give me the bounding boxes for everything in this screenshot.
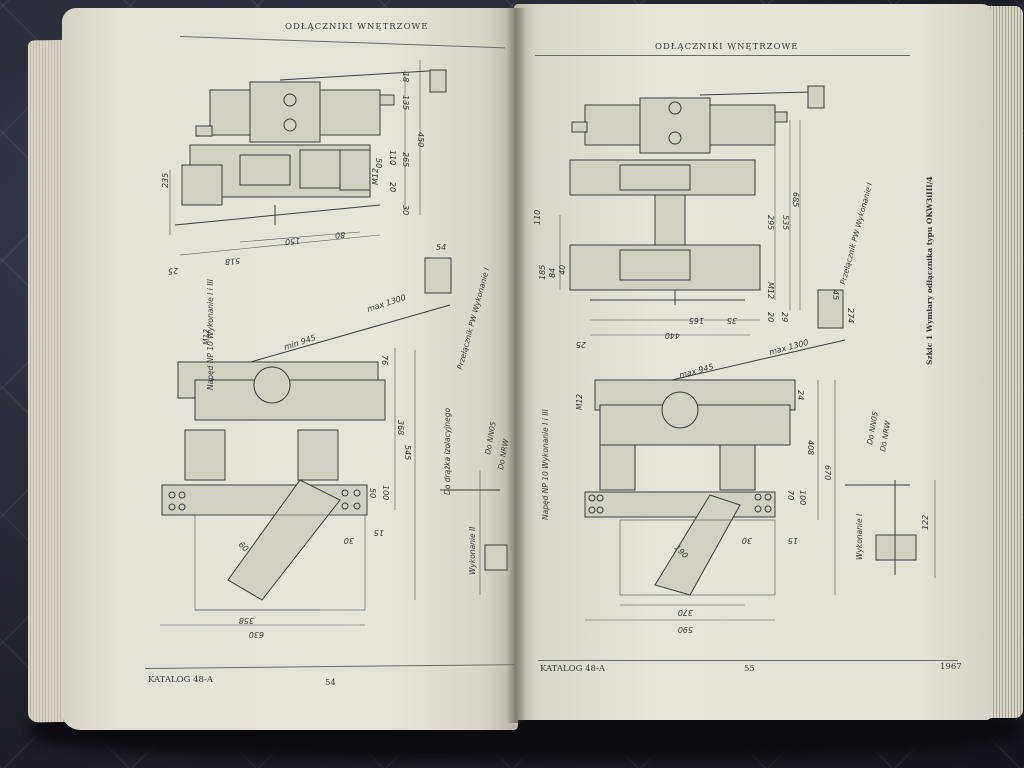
left-top-dim: 518 (225, 256, 241, 266)
right-side-dim: max 945 (678, 362, 714, 380)
right-variant1-label: Wykonanie I (855, 513, 864, 560)
left-top-dim: 150 (285, 236, 301, 246)
right-footer-catalog: KATALOG 48-A (540, 664, 605, 674)
left-top-dim: 30 (401, 205, 410, 215)
left-side-dim: 545 (403, 445, 412, 460)
right-top-dim: 40 (558, 265, 567, 275)
right-figure-caption: Szkic 1 Wymiary odłącznika typu OKW3iIII… (925, 176, 934, 365)
right-side-dim: 30 (742, 536, 752, 545)
right-side-view (584, 339, 936, 621)
right-top-dim: 84 (548, 268, 557, 278)
right-top-dim: 440 (665, 331, 680, 340)
left-top-dim: 235 (161, 173, 170, 188)
right-side-dim: 590 (678, 625, 693, 634)
left-side-dim: 15 (374, 528, 384, 537)
left-page-number: 54 (325, 678, 336, 688)
left-top-dim: M12 (371, 168, 380, 185)
left-variant2-label: Wykonanie II (468, 526, 477, 575)
left-drive-label: Napęd NP 10 Wykonanie I i III (206, 278, 215, 390)
right-top-dim: 535 (781, 215, 790, 230)
left-nrw-label: Do NRW (496, 438, 510, 471)
left-switch-label: Przełącznik PW Wykonanie I (455, 266, 491, 371)
left-side-dim: 50 (368, 488, 377, 498)
left-top-dim: 80 (335, 230, 346, 240)
right-side-dim: max 1300 (768, 338, 809, 357)
right-top-dim: 685 (791, 192, 800, 207)
left-top-dim: 450 (416, 132, 425, 147)
right-nn05-label: Do NN05 (865, 411, 880, 446)
right-page-header: ODŁĄCZNIKI WNĘTRZOWE (655, 42, 799, 52)
left-side-view (160, 257, 508, 626)
left-page-header: ODŁĄCZNIKI WNĘTRZOWE (285, 22, 429, 32)
right-side-dim: 24 (796, 390, 805, 400)
right-top-dim: 35 (727, 316, 737, 325)
left-top-dim: 110 (388, 150, 397, 165)
left-side-dim: 30 (344, 536, 354, 545)
right-switch-label: Przełącznik PW Wykonanie I (838, 181, 874, 286)
right-side-dim: 45 (831, 290, 840, 300)
right-side-dim: 370 (678, 608, 693, 617)
left-side-dim: 76 (380, 355, 389, 365)
right-top-dim: 25 (576, 340, 586, 349)
right-footer-rule (538, 660, 958, 661)
right-top-dim: 29 (780, 312, 789, 322)
left-top-dim: 50 (374, 158, 383, 168)
right-side-dim: 100 (798, 490, 807, 505)
left-side-dim: min 945 (283, 333, 317, 352)
left-top-dim: 20 (388, 182, 397, 192)
right-nrw-label: Do NRW (878, 420, 892, 453)
right-top-dim: 165 (689, 316, 704, 325)
left-top-dim: 265 (401, 152, 410, 167)
right-m12-label: M12 (575, 394, 584, 410)
left-rod-label: Do drążka izolacyjnego (443, 407, 452, 495)
right-page-number: 55 (744, 664, 755, 674)
left-top-dim: 25 (168, 266, 179, 276)
book-gutter (506, 8, 526, 723)
right-side-dim: 670 (823, 465, 832, 480)
left-footer-catalog: KATALOG 48-A (148, 675, 213, 685)
left-side-dim: 368 (396, 420, 405, 435)
right-top-dim: 185 (538, 265, 547, 280)
left-side-dim: 630 (249, 630, 264, 639)
left-top-view (169, 60, 447, 256)
right-side-dim: 70 (786, 490, 795, 500)
left-side-dim: 358 (239, 616, 254, 625)
right-side-dim: 408 (806, 440, 815, 455)
right-side-dim: 15 (788, 536, 798, 545)
right-top-dim: 110 (533, 210, 542, 225)
left-side-dim: 100 (381, 485, 390, 500)
right-top-dim: 295 (766, 215, 775, 230)
right-year: 1967 (940, 662, 962, 672)
left-m12-label: M12 (202, 329, 211, 345)
right-side-dim: 274 (846, 308, 855, 323)
right-dim-122: 122 (921, 515, 930, 530)
right-top-view (559, 85, 844, 336)
left-nn05-label: Do NN05 (483, 421, 498, 456)
right-drive-label: Napęd NP 10 Wykonanie I i III (541, 408, 550, 520)
left-side-dim: max 1300 (366, 293, 407, 314)
left-top-dim: 18 (401, 72, 410, 82)
right-top-dim: M12 (766, 282, 775, 299)
left-side-dim: 54 (436, 243, 446, 252)
left-top-dim: 135 (401, 95, 410, 110)
right-header-rule (535, 55, 910, 56)
right-top-dim: 20 (766, 312, 775, 322)
